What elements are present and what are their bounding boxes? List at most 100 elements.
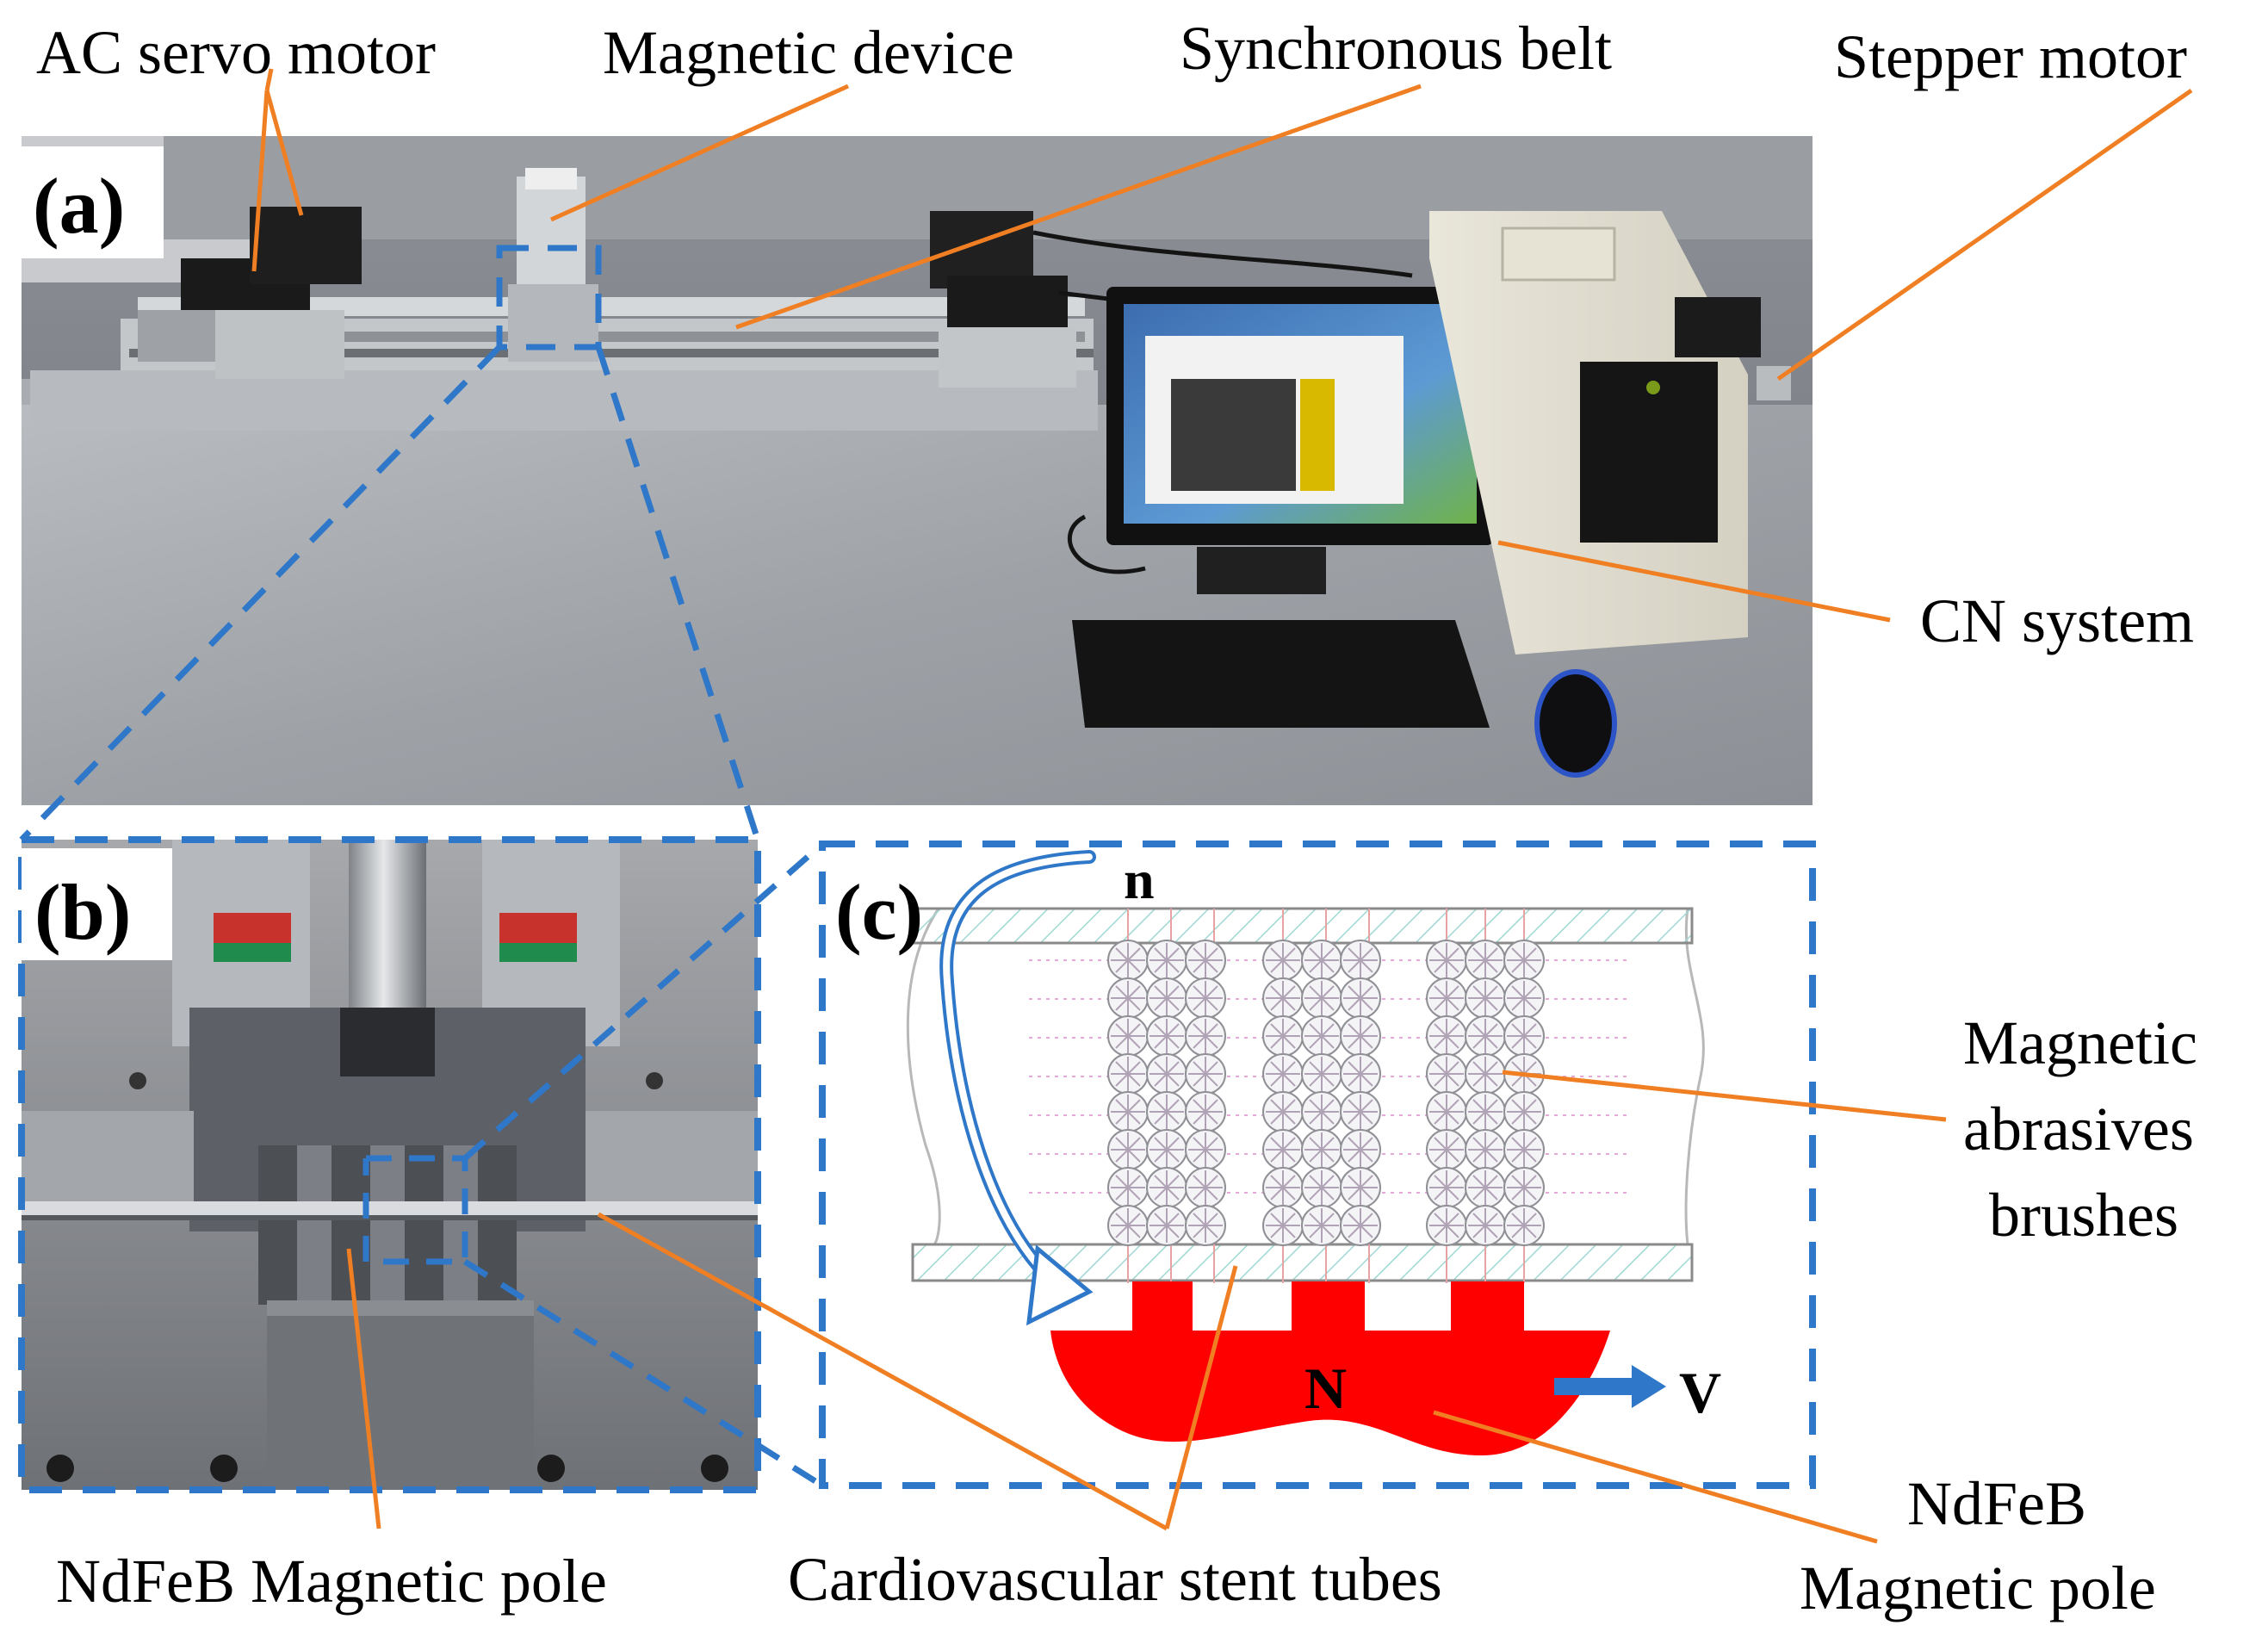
abrasive-particle [1503, 1015, 1545, 1057]
abrasive-particle [1465, 1205, 1506, 1246]
label-cn-system: CN system [1920, 586, 2194, 655]
abrasive-particle [1465, 1129, 1506, 1170]
label-ac-servo-motor: AC servo motor [36, 18, 436, 87]
abrasive-particle [1426, 1205, 1467, 1246]
abrasive-particle [1262, 1091, 1304, 1132]
abrasive-particle [1107, 1053, 1149, 1095]
pole-label: N [1304, 1356, 1347, 1421]
abrasive-particle [1146, 1167, 1187, 1208]
abrasive-particle [1340, 1091, 1381, 1132]
abrasive-particle [1426, 1053, 1467, 1095]
abrasive-particle [1146, 1053, 1187, 1095]
tube-outline [906, 908, 941, 1246]
abrasive-particle [1185, 940, 1226, 981]
abrasive-particle [1503, 977, 1545, 1019]
abrasive-particle [1465, 1167, 1506, 1208]
abrasive-particle [1146, 977, 1187, 1019]
abrasive-particle [1340, 940, 1381, 981]
abrasive-particle [1262, 1167, 1304, 1208]
abrasive-particle [1426, 1167, 1467, 1208]
abrasive-particle [1301, 1167, 1342, 1208]
abrasive-particle [1465, 1091, 1506, 1132]
tube-wall-top [911, 907, 1694, 945]
callout-labels: AC servo motor Magnetic device Synchrono… [36, 14, 2197, 1622]
label-magnetic-abrasives-1: Magnetic [1963, 1008, 2197, 1077]
abrasive-particle [1465, 977, 1506, 1019]
panel-label-a: (a) [33, 162, 125, 250]
rotation-label: n [1124, 849, 1155, 910]
photo-a [22, 136, 1813, 805]
rotation-arrow-head [1026, 1244, 1094, 1326]
abrasive-particle [1301, 1129, 1342, 1170]
abrasive-particle [1465, 1053, 1506, 1095]
abrasive-particle [1503, 1129, 1545, 1170]
abrasive-particle [1262, 1129, 1304, 1170]
abrasive-particle [1340, 1129, 1381, 1170]
abrasive-particle [1185, 1129, 1226, 1170]
abrasive-particle [1107, 1015, 1149, 1057]
abrasive-particle [1301, 977, 1342, 1019]
magnetic-pole [1050, 1281, 1610, 1455]
velocity-label: V [1679, 1360, 1721, 1425]
abrasive-particle [1262, 1053, 1304, 1095]
label-magnetic-device: Magnetic device [603, 18, 1014, 87]
panel-label-c: (c) [835, 868, 923, 956]
abrasive-particle [1465, 1015, 1506, 1057]
label-ndfeb-pole-bottom: NdFeB Magnetic pole [56, 1547, 607, 1616]
abrasive-particle [1146, 1015, 1187, 1057]
abrasive-particle [1340, 1053, 1381, 1095]
abrasive-particle [1185, 1015, 1226, 1057]
abrasive-particle [1107, 1167, 1149, 1208]
abrasive-particle [1185, 1053, 1226, 1095]
label-ndfeb-pole-right-2: Magnetic pole [1800, 1554, 2156, 1622]
label-ndfeb-pole-right-1: NdFeB [1907, 1469, 2086, 1538]
abrasive-particle [1503, 1091, 1545, 1132]
magnetic-abrasive-brushes [1107, 940, 1545, 1246]
abrasive-particle [1262, 1205, 1304, 1246]
abrasive-particle [1301, 1091, 1342, 1132]
abrasive-particle [1146, 1205, 1187, 1246]
abrasive-particle [1426, 1091, 1467, 1132]
abrasive-particle [1301, 1205, 1342, 1246]
panel-labels: (a) (b) (c) [22, 146, 923, 960]
leader-lines [251, 68, 2193, 1544]
zoom-indicator-b-to-c [363, 841, 825, 1488]
abrasive-particle [1340, 1015, 1381, 1057]
abrasive-particle [1107, 1205, 1149, 1246]
label-stent-tubes: Cardiovascular stent tubes [788, 1545, 1442, 1614]
abrasive-particle [1107, 940, 1149, 981]
label-magnetic-abrasives-3: brushes [1989, 1181, 2178, 1250]
label-magnetic-abrasives-2: abrasives [1963, 1095, 2194, 1163]
abrasive-particle [1426, 1015, 1467, 1057]
tube-outline-right [1684, 908, 1705, 1245]
abrasive-particle [1503, 1205, 1545, 1246]
schematic-c: n N V [819, 841, 1816, 1489]
photo-b [22, 840, 758, 1490]
abrasive-particle [1503, 940, 1545, 981]
abrasive-particle [1146, 940, 1187, 981]
zoom-indicator-a-to-b [19, 245, 761, 842]
abrasive-particle [1107, 977, 1149, 1019]
abrasive-particle [1185, 977, 1226, 1019]
abrasive-particle [1301, 1015, 1342, 1057]
panel-label-b: (b) [34, 868, 131, 956]
abrasive-particle [1340, 1205, 1381, 1246]
abrasive-particle [1262, 940, 1304, 981]
abrasive-particle [1146, 1129, 1187, 1170]
label-synchronous-belt: Synchronous belt [1180, 14, 1612, 83]
abrasive-particle [1426, 940, 1467, 981]
abrasive-particle [1185, 1205, 1226, 1246]
abrasive-particle [1301, 940, 1342, 981]
abrasive-particle [1503, 1167, 1545, 1208]
abrasive-particle [1340, 977, 1381, 1019]
abrasive-particle [1107, 1091, 1149, 1132]
abrasive-particle [1107, 1129, 1149, 1170]
abrasive-particle [1146, 1091, 1187, 1132]
abrasive-particle [1262, 1015, 1304, 1057]
abrasive-particle [1185, 1167, 1226, 1208]
abrasive-particle [1340, 1167, 1381, 1208]
rotation-arrow-inner [943, 853, 1093, 1287]
abrasive-particle [1426, 977, 1467, 1019]
velocity-arrow-head [1632, 1365, 1666, 1408]
